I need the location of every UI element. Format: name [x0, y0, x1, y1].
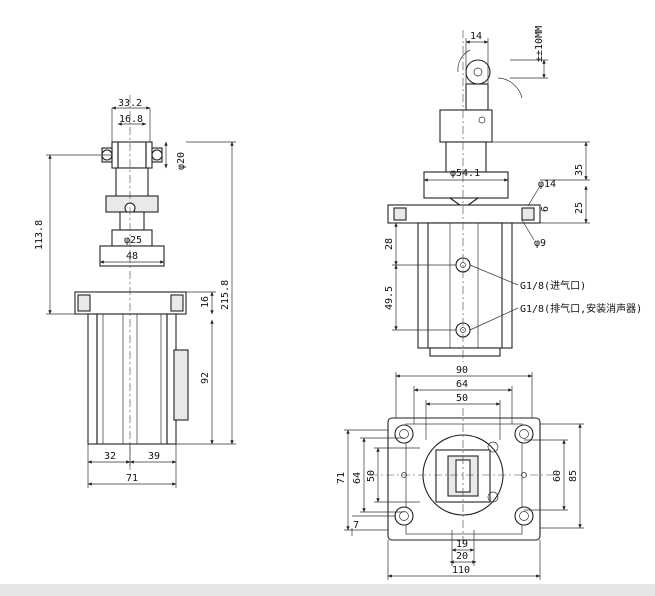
dim-16-8: 16.8 — [119, 114, 143, 125]
dim-50-v: 50 — [366, 470, 377, 482]
dim-49-5: 49.5 — [384, 286, 395, 310]
side-view: 14 ±±10MM 35 φ54.1 φ14 6 25 28 φ9 — [384, 26, 642, 362]
dim-25: 25 — [574, 202, 585, 214]
dim-71-v: 71 — [336, 472, 347, 484]
bolt-hole-tr — [514, 424, 534, 444]
dim-phi54-1: φ54.1 — [450, 168, 480, 179]
dim-6: 6 — [540, 206, 551, 212]
side-dimensions: 14 ±±10MM 35 φ54.1 φ14 6 25 28 φ9 — [384, 26, 642, 331]
port-exhaust-label: G1/8(排气口,安装消声器) — [520, 302, 642, 315]
front-dimensions: 33.2 16.8 φ20 113.8 φ25 48 215.8 16 92 — [34, 98, 236, 488]
dim-92: 92 — [200, 372, 211, 384]
front-view: 33.2 16.8 φ20 113.8 φ25 48 215.8 16 92 — [34, 95, 236, 488]
dim-stroke: ±±10MM — [534, 26, 545, 62]
bolt-hole-bl — [394, 506, 414, 526]
dim-phi25: φ25 — [124, 235, 142, 246]
dim-60: 60 — [552, 470, 563, 482]
dim-64-v: 64 — [352, 472, 363, 484]
side-flange — [387, 204, 541, 224]
dim-phi14: φ14 — [538, 179, 556, 190]
dim-113-8: 113.8 — [34, 220, 45, 250]
dim-71: 71 — [126, 473, 138, 484]
front-cylinder-body — [74, 291, 189, 445]
side-roller — [423, 49, 523, 209]
dim-33-2: 33.2 — [118, 98, 142, 109]
top-view: 90 64 50 71 64 50 60 — [336, 365, 584, 580]
dim-90: 90 — [456, 365, 468, 376]
bottom-strip — [0, 584, 655, 596]
side-cylinder-body — [417, 222, 513, 357]
dim-19: 19 — [456, 539, 468, 550]
dim-16: 16 — [200, 296, 211, 308]
dim-phi9: φ9 — [534, 238, 546, 249]
top-dimensions: 90 64 50 71 64 50 60 — [336, 365, 584, 580]
bolt-hole-br — [514, 506, 534, 526]
port-inlet-label: G1/8(进气口) — [520, 279, 586, 292]
dim-50-h: 50 — [456, 393, 468, 404]
dim-32: 32 — [104, 451, 116, 462]
dim-39: 39 — [148, 451, 160, 462]
dim-64-h: 64 — [456, 379, 468, 390]
dim-85: 85 — [568, 470, 579, 482]
bolt-hole-tl — [394, 424, 414, 444]
dim-14-roller: 14 — [470, 31, 482, 42]
dim-28: 28 — [384, 238, 395, 250]
dim-20: 20 — [456, 551, 468, 562]
dim-215-8: 215.8 — [220, 280, 231, 310]
dim-35: 35 — [574, 164, 585, 176]
dim-7: 7 — [353, 520, 359, 531]
dim-48: 48 — [126, 251, 138, 262]
dim-phi20: φ20 — [176, 152, 187, 170]
dim-110: 110 — [452, 565, 470, 576]
